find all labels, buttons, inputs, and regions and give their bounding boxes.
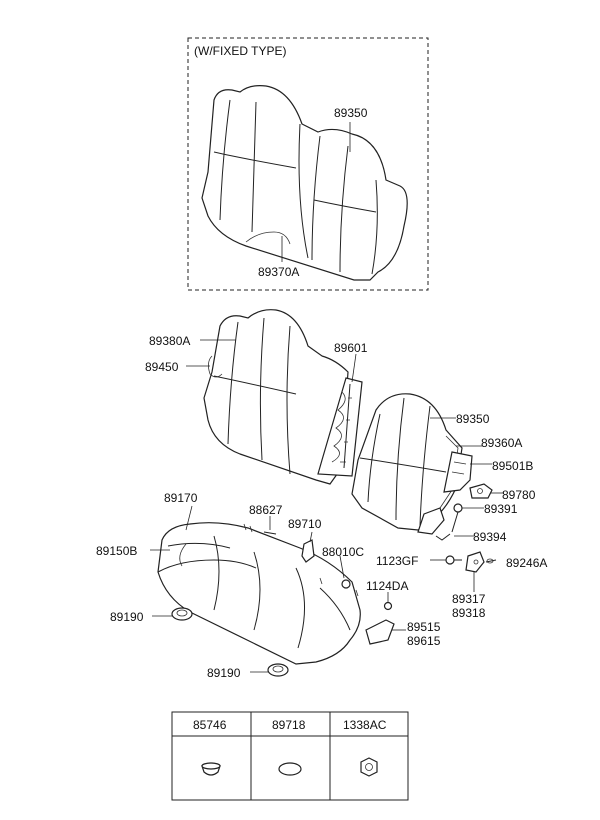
table-header-89718: 89718 bbox=[272, 718, 306, 732]
callout-89391: 89391 bbox=[484, 502, 518, 516]
callout-1123GF: 1123GF bbox=[376, 554, 418, 568]
callout-89190-a: 89190 bbox=[110, 610, 144, 624]
callout-89780: 89780 bbox=[502, 488, 536, 502]
grommet-left bbox=[171, 607, 193, 621]
striker-hook bbox=[465, 551, 485, 573]
seat-cushion bbox=[157, 522, 361, 665]
callout-89380A: 89380A bbox=[149, 334, 190, 348]
callout-89360A: 89360A bbox=[481, 436, 522, 450]
table-header-1338AC: 1338AC bbox=[343, 718, 387, 732]
cushion-clips bbox=[243, 523, 359, 597]
bolt-1124da bbox=[383, 601, 393, 611]
left-seatback bbox=[203, 309, 349, 485]
callout-89350-top: 89350 bbox=[334, 106, 368, 120]
plug-cap-icon bbox=[201, 762, 221, 776]
callout-88627: 88627 bbox=[249, 503, 283, 517]
fixed-type-inset: (W/FIXED TYPE) 89350 89370A bbox=[187, 37, 429, 291]
callout-89601: 89601 bbox=[334, 341, 368, 355]
callout-89515: 89515 bbox=[407, 620, 441, 634]
pin-88627 bbox=[263, 531, 277, 535]
fixed-seatback-illustration bbox=[201, 85, 408, 281]
hinge-bracket bbox=[443, 451, 473, 493]
bolt-1123gf bbox=[430, 555, 462, 565]
callout-89710: 89710 bbox=[288, 517, 322, 531]
hex-nut-icon bbox=[360, 757, 378, 777]
inset-title: (W/FIXED TYPE) bbox=[194, 44, 286, 58]
seatback-lower-bracket bbox=[417, 507, 445, 535]
bolt-88010c bbox=[341, 579, 351, 589]
right-seatback bbox=[351, 393, 463, 531]
callout-89394: 89394 bbox=[473, 530, 507, 544]
callout-89615: 89615 bbox=[407, 634, 441, 648]
hinge-cover bbox=[365, 619, 395, 645]
callout-89450: 89450 bbox=[145, 360, 179, 374]
callout-88010C: 88010C bbox=[322, 545, 364, 559]
pin-89246a bbox=[485, 558, 497, 564]
table-header-85746: 85746 bbox=[193, 718, 227, 732]
parts-table: 85746 89718 1338AC bbox=[171, 711, 409, 801]
callout-89170: 89170 bbox=[164, 491, 198, 505]
callout-89317: 89317 bbox=[452, 592, 486, 606]
callout-89318: 89318 bbox=[452, 606, 486, 620]
callout-89150B: 89150B bbox=[96, 544, 137, 558]
release-rod bbox=[435, 533, 451, 541]
callout-89190-b: 89190 bbox=[207, 666, 241, 680]
callout-89370A: 89370A bbox=[258, 265, 299, 279]
latch-cover bbox=[469, 483, 493, 499]
seatback-frame-panel bbox=[317, 377, 363, 477]
oval-pad-icon bbox=[278, 762, 302, 776]
grommet-bottom bbox=[267, 663, 289, 677]
callout-89246A: 89246A bbox=[506, 556, 547, 570]
callout-89350-mid: 89350 bbox=[456, 412, 490, 426]
callout-89501B: 89501B bbox=[492, 459, 533, 473]
release-lever bbox=[451, 503, 463, 533]
callout-1124DA: 1124DA bbox=[366, 579, 408, 593]
